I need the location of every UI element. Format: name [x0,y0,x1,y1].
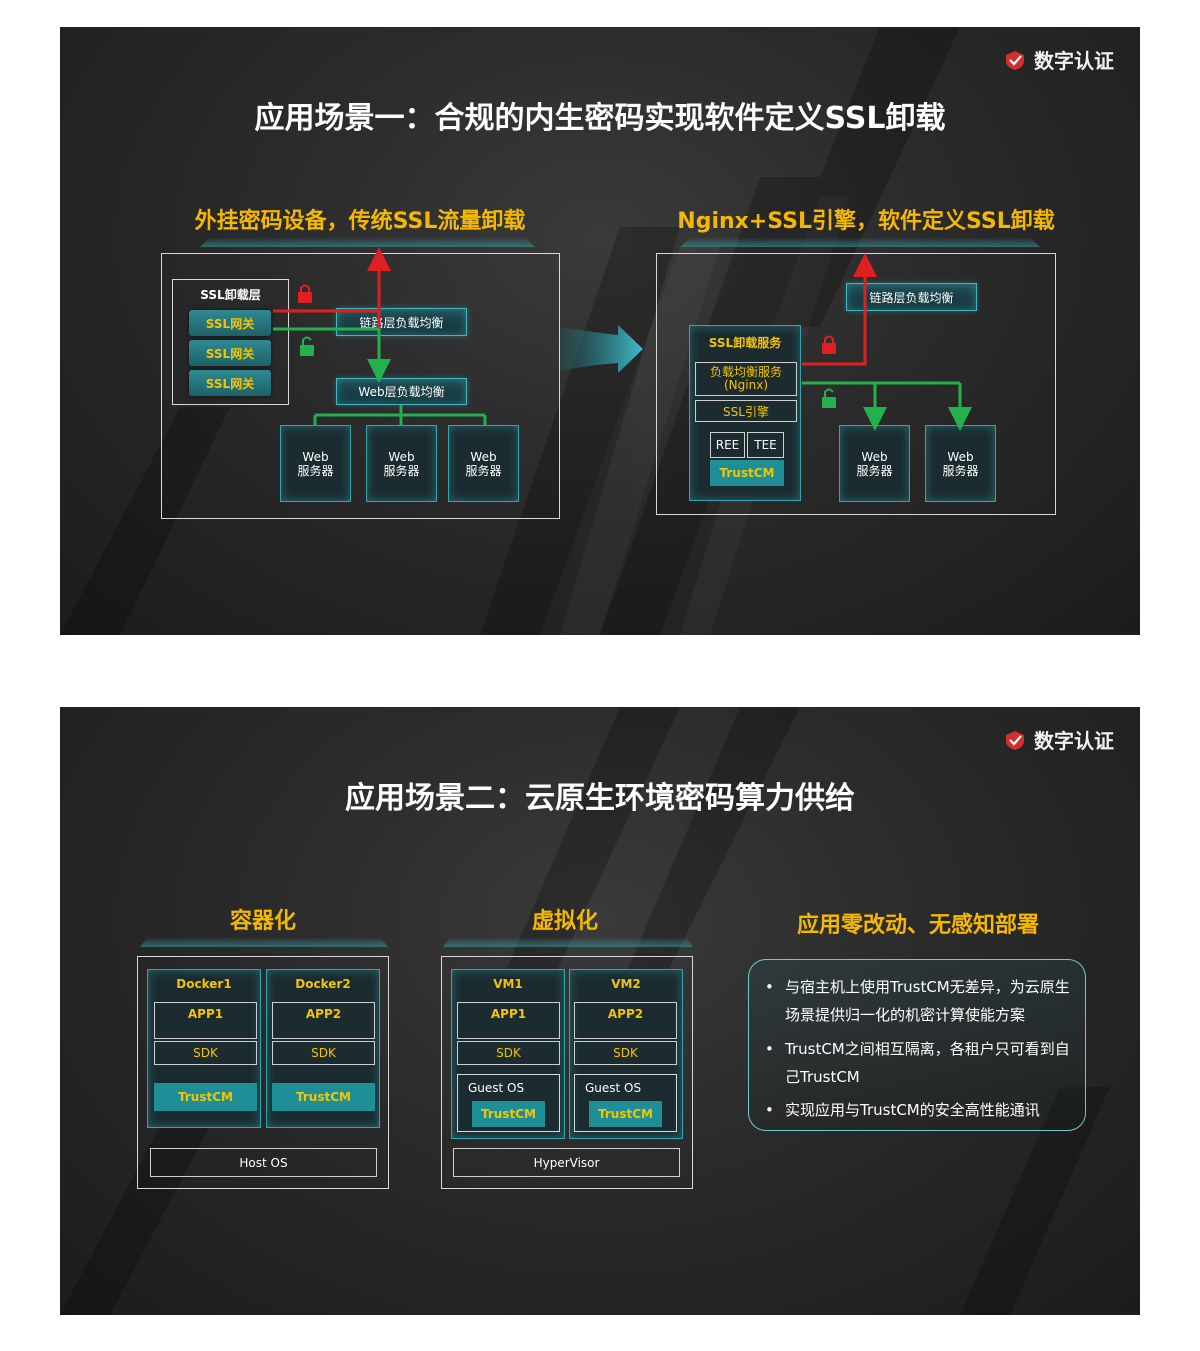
app-box: APP2 [574,1002,677,1039]
guest-os-box: Guest OS [457,1074,560,1132]
sdk-box: SDK [574,1041,677,1065]
brand-logo: 数字认证 [1004,725,1114,754]
virtualization-subtitle: 虚拟化 [531,909,598,934]
slide-ssl-offload: 数字认证 应用场景一：合规的内生密码实现软件定义SSL卸载 外挂密码设备，传统S… [60,27,1140,635]
guest-os-label: Guest OS [468,1081,525,1095]
load-balance-service: 负载均衡服务 (Nginx) [695,362,797,396]
web-server-sublabel: 服务器 [942,464,979,478]
right-subtitle-bar [680,237,1040,247]
left-subtitle: 外挂密码设备，传统SSL流量卸载 [194,209,526,234]
brand-logo-text: 数字认证 [1034,49,1114,73]
web-server-label: Web [302,450,329,464]
benefits-panel: •与宿主机上使用TrustCM无差异，为云原生场景提供归一化的机密计算使能方案 … [748,959,1086,1131]
guest-os-box: Guest OS [574,1074,677,1132]
guest-os-label: Guest OS [585,1081,642,1095]
vm-name: VM2 [611,977,641,991]
web-server-sublabel: 服务器 [297,464,334,478]
ssl-offload-service-title: SSL卸载服务 [708,336,782,350]
trustcm-block: TrustCM [154,1083,257,1111]
ssl-engine: SSL引擎 [695,400,797,422]
web-server-label: Web [470,450,497,464]
sdk-box: SDK [457,1041,560,1065]
sdk-box: SDK [154,1041,257,1065]
web-server-label: Web [947,450,974,464]
web-server-sublabel: 服务器 [465,464,502,478]
left-subtitle-bar [200,237,535,247]
benefit-text: 与宿主机上使用TrustCM无差异，为云原生场景提供归一化的机密计算使能方案 [785,978,1070,1024]
ssl-gateway: SSL网关 [189,310,271,336]
benefit-item: •实现应用与TrustCM的安全高性能通讯 [765,1096,1077,1124]
benefit-item: •TrustCM之间相互隔离，各租户只可看到自己TrustCM [765,1035,1077,1091]
web-layer-load-balancer: Web层负载均衡 [336,378,467,405]
ssl-offload-layer-title: SSL卸载层 [200,288,261,302]
load-balance-service-sublabel: (Nginx) [724,378,768,392]
ssl-offload-layer: SSL卸载层 [172,279,289,405]
benefits-subtitle: 应用零改动、无感知部署 [796,913,1039,938]
link-layer-load-balancer: 链路层负载均衡 [336,308,467,336]
tee-box: TEE [747,432,784,458]
app-box: APP1 [154,1002,257,1039]
right-subtitle: Nginx+SSL引擎，软件定义SSL卸载 [677,209,1055,234]
ssl-gateway: SSL网关 [189,340,271,366]
benefit-item: •与宿主机上使用TrustCM无差异，为云原生场景提供归一化的机密计算使能方案 [765,973,1077,1029]
benefit-text: TrustCM之间相互隔离，各租户只可看到自己TrustCM [785,1040,1070,1086]
hypervisor-box: HyperVisor [453,1148,680,1177]
web-server-label: Web [388,450,415,464]
vm-diagram-frame [441,956,693,1189]
slide-cloud-native: 数字认证 应用场景二：云原生环境密码算力供给 容器化 Docker1 APP1 … [60,707,1140,1315]
ssl-gateway: SSL网关 [189,370,271,396]
trustcm-block: TrustCM [710,460,784,486]
web-server-label: Web [861,450,888,464]
docker-name: Docker2 [295,977,351,991]
bjca-logo-icon [1006,730,1024,750]
trustcm-block: TrustCM [472,1101,545,1127]
sdk-box: SDK [272,1041,375,1065]
containerization-bar [140,937,388,947]
link-layer-load-balancer: 链路层负载均衡 [846,283,977,311]
containerization-subtitle: 容器化 [229,909,296,934]
ree-box: REE [710,432,745,458]
docker-name: Docker1 [176,977,232,991]
brand-logo-text: 数字认证 [1034,729,1114,753]
container-diagram-frame [137,956,389,1189]
app-box: APP2 [272,1002,375,1039]
traditional-diagram-frame [161,253,560,519]
app-box: APP1 [457,1002,560,1039]
bjca-logo-icon [1006,50,1024,70]
load-balance-service-label: 负载均衡服务 [709,365,782,379]
web-server-sublabel: 服务器 [856,464,893,478]
host-os-box: Host OS [150,1148,377,1177]
trustcm-block: TrustCM [272,1083,375,1111]
vm-name: VM1 [493,977,523,991]
virtualization-bar [443,937,693,947]
benefit-text: 实现应用与TrustCM的安全高性能通讯 [785,1101,1040,1119]
web-server-sublabel: 服务器 [383,464,420,478]
slide-title: 应用场景二：云原生环境密码算力供给 [345,781,855,816]
trustcm-block: TrustCM [589,1101,662,1127]
slide-title: 应用场景一：合规的内生密码实现软件定义SSL卸载 [254,101,946,136]
brand-logo: 数字认证 [1004,45,1114,74]
